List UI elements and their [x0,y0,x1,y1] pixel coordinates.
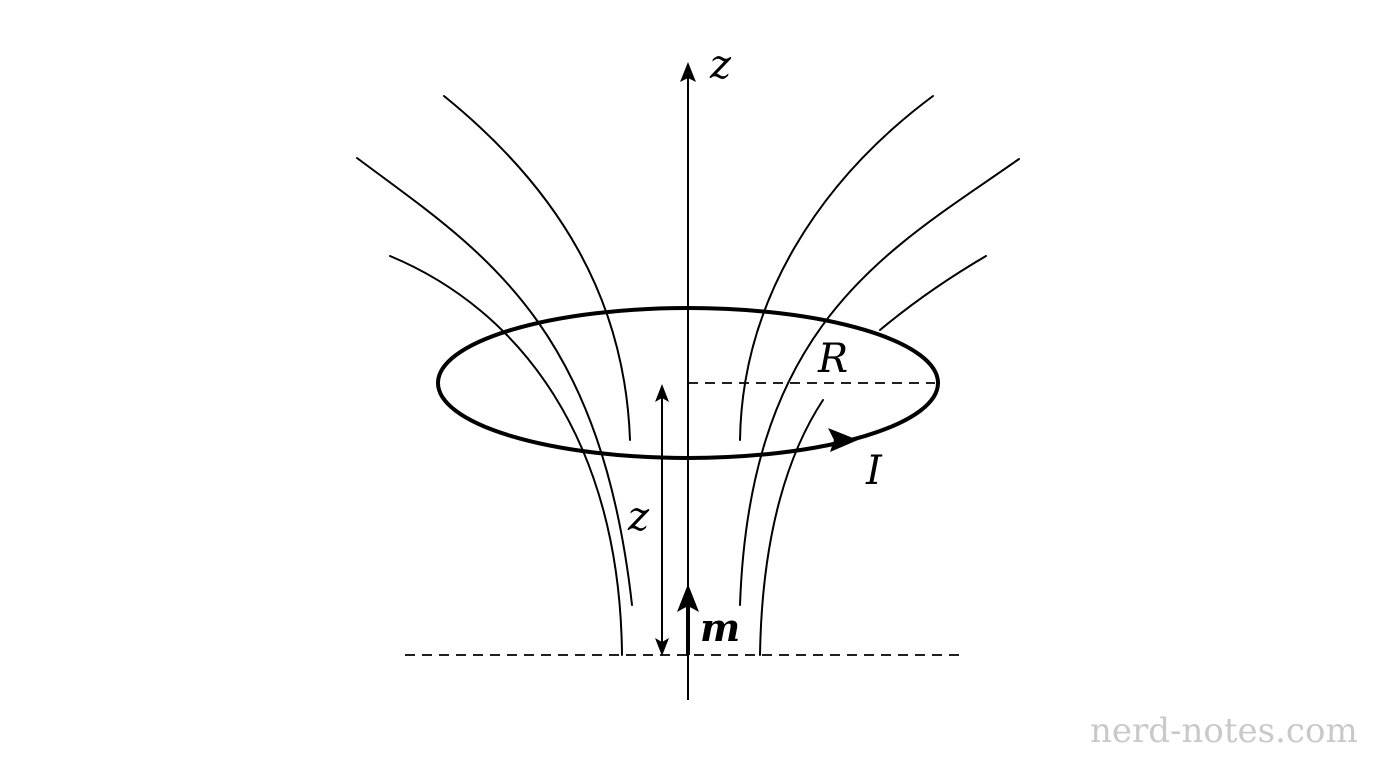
current-arrow [828,428,858,452]
distance-arrowhead-top [655,384,669,402]
field-line-right-outer-top [879,255,987,331]
z-axis-arrowhead [680,62,696,82]
moment-label: m [700,605,740,650]
distance-label: z [627,494,650,540]
watermark: nerd-notes.com [1090,711,1358,751]
current-label: I [865,448,883,494]
field-line-left-outer [389,255,623,656]
field-line-left-inner [443,95,631,441]
field-lines-left [356,95,633,656]
radius-label: R [817,336,848,382]
distance-arrowhead-bottom [655,638,669,656]
field-line-right-outer-bottom [759,399,824,656]
axis-label-z: z [709,42,732,88]
field-line-right-middle [739,158,1020,606]
field-line-left-middle [356,157,633,606]
moment-arrowhead [677,584,699,612]
field-lines-right [739,95,1020,656]
field-line-right-inner [739,95,934,441]
